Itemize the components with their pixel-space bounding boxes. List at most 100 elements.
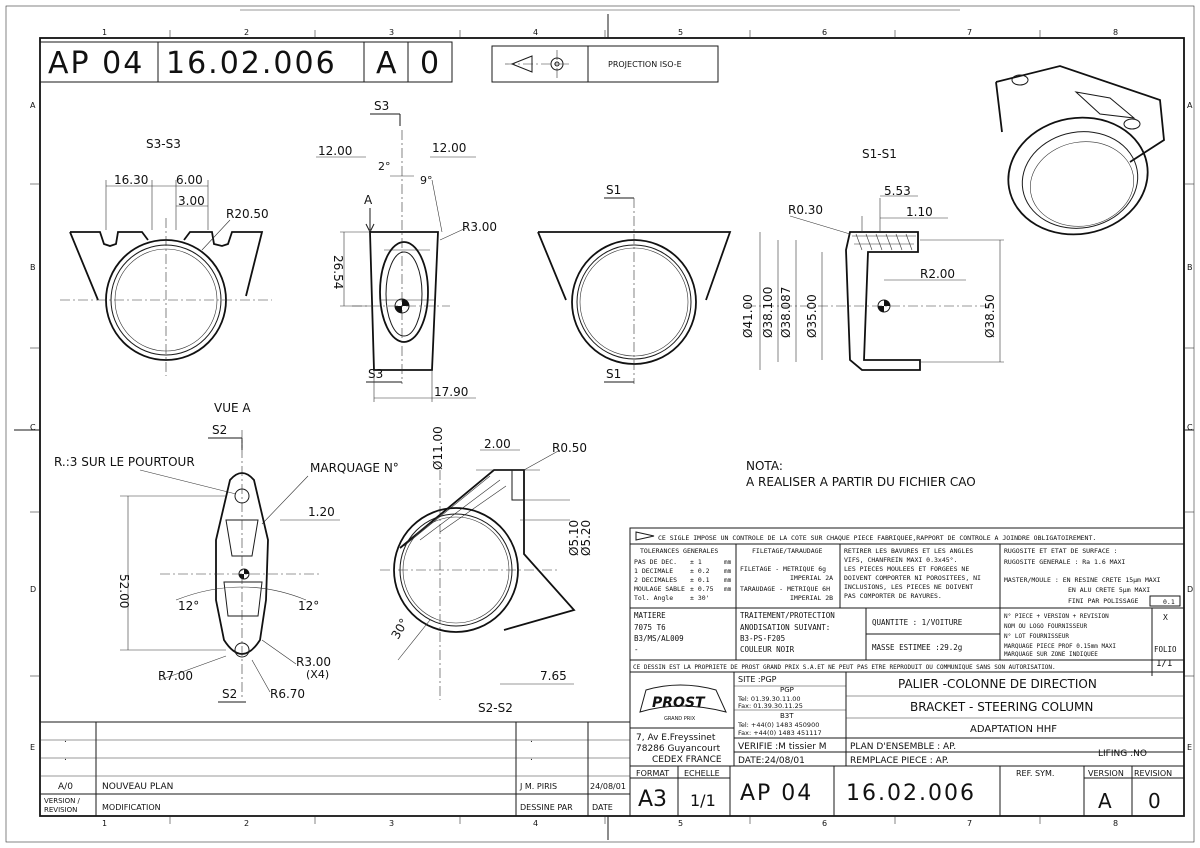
svg-text:mm: mm	[724, 586, 732, 593]
control-symbol-icon	[635, 531, 655, 541]
row-label: E	[1187, 743, 1192, 752]
svg-text:DOIVENT COMPORTER NI POROSITEE: DOIVENT COMPORTER NI POROSITEES, NI	[844, 574, 981, 582]
dim-1-20: 1.20	[308, 505, 335, 519]
front-section-bottom: S1	[606, 367, 621, 381]
svg-text:MOULAGE SABLE: MOULAGE SABLE	[634, 585, 685, 593]
svg-text:PAS DE DEC.: PAS DE DEC.	[634, 558, 677, 566]
dia-38-087: Ø38.087	[779, 287, 793, 338]
svg-text:B3T: B3T	[780, 712, 794, 720]
svg-text:COULEUR NOIR: COULEUR NOIR	[740, 645, 795, 654]
svg-text:PAS COMPORTER DE RAYURES.: PAS COMPORTER DE RAYURES.	[844, 592, 942, 600]
s2s2-title: S2-S2	[478, 701, 513, 715]
col-label: 2	[244, 28, 249, 37]
col-label: 8	[1113, 819, 1118, 828]
svg-text:± 1: ± 1	[690, 558, 702, 566]
svg-text:0.1: 0.1	[1163, 598, 1175, 606]
svg-text:VERSION: VERSION	[1088, 769, 1124, 778]
col-label: 7	[967, 28, 972, 37]
row-label: D	[30, 585, 36, 594]
svg-text:CEDEX FRANCE: CEDEX FRANCE	[652, 755, 722, 765]
svg-text:MODIFICATION: MODIFICATION	[102, 803, 161, 812]
svg-text:Fax: +44(0) 1483 451117: Fax: +44(0) 1483 451117	[738, 729, 822, 737]
vue-a-note: R.:3 SUR LE POURTOUR	[54, 455, 195, 469]
dim-52: 52.00	[117, 574, 131, 608]
footer-revision: 0	[1148, 789, 1161, 813]
rev-date: 24/08/01	[590, 782, 626, 791]
dim-3-00: 3.00	[178, 194, 205, 208]
svg-text:B3-PS-F205: B3-PS-F205	[740, 634, 785, 643]
svg-text:PLAN D'ENSEMBLE : AP.: PLAN D'ENSEMBLE : AP.	[850, 742, 956, 752]
angle-30: 30°	[388, 616, 411, 641]
svg-text:REF. SYM.: REF. SYM.	[1016, 769, 1054, 778]
dim-6-00: 6.00	[176, 173, 203, 187]
header-block: AP 04 16.02.006 A 0 PROJECTION ISO-E	[39, 41, 719, 83]
quantity: QUANTITE : 1/VOITURE	[872, 618, 963, 627]
col-label: 6	[822, 28, 827, 37]
col-label: 5	[678, 819, 683, 828]
row-label: A	[1187, 101, 1193, 110]
svg-text:REVISION: REVISION	[1134, 769, 1172, 778]
prost-logo	[639, 684, 727, 713]
title-block: CE SIGLE IMPOSE UN CONTROLE DE LA COTE S…	[629, 527, 1185, 817]
svg-text:MARQUAGE PIECE PROF 0.15mm MAX: MARQUAGE PIECE PROF 0.15mm MAXI	[1004, 643, 1116, 650]
angle-9: 9°	[420, 174, 433, 187]
svg-text:mm: mm	[724, 577, 732, 584]
side-arrow-label: A	[364, 193, 373, 207]
svg-text:FORMAT: FORMAT	[636, 769, 669, 778]
svg-text:Fax: 01.39.30.11.25: Fax: 01.39.30.11.25	[738, 702, 803, 710]
svg-text:.: .	[64, 735, 67, 745]
svg-text:SITE :PGP: SITE :PGP	[738, 675, 777, 684]
revision-table: . . . . A/0 NOUVEAU PLAN J M. PIRIS 24/0…	[39, 721, 631, 817]
rev-text: NOUVEAU PLAN	[102, 782, 173, 792]
svg-text:DESSINE PAR: DESSINE PAR	[520, 803, 573, 812]
tol-head: TOLERANCES GENERALES	[640, 547, 718, 555]
col-label: 1	[102, 819, 107, 828]
row-label: E	[30, 743, 35, 752]
s3s3-title: S3-S3	[146, 137, 181, 151]
svg-text:Tel: +44(0) 1483 450900: Tel: +44(0) 1483 450900	[737, 721, 819, 729]
svg-text:ANODISATION SUIVANT:: ANODISATION SUIVANT:	[740, 623, 830, 632]
svg-text:DATE:24/08/01: DATE:24/08/01	[738, 756, 805, 766]
outer-frame	[5, 5, 1195, 843]
svg-text:mm: mm	[724, 568, 732, 575]
dia-38-50: Ø38.50	[983, 294, 997, 338]
row-label: B	[1187, 263, 1193, 272]
dim-2-00: 2.00	[484, 437, 511, 451]
dim-5-53: 5.53	[884, 184, 911, 198]
adaptation: ADAPTATION HHF	[970, 724, 1057, 735]
angle-2: 2°	[378, 160, 391, 173]
dim-16-30: 16.30	[114, 173, 148, 187]
grid-ticks	[30, 30, 1194, 824]
svg-text:Tol. Angle: Tol. Angle	[634, 594, 673, 602]
side-section-top: S3	[374, 99, 389, 113]
svg-text:IMPERIAL 2A: IMPERIAL 2A	[790, 574, 833, 582]
dim-left-12: 12.00	[318, 144, 352, 158]
footer-version: A	[1098, 789, 1112, 813]
dia-11: Ø11.00	[431, 426, 445, 470]
isometric-view	[995, 65, 1165, 236]
radius-r0-50: R0.50	[552, 441, 587, 455]
dia-5-10: Ø5.10	[567, 520, 581, 556]
svg-text:VIFS, CHANFREIN MAXI 0.3x45°.: VIFS, CHANFREIN MAXI 0.3x45°.	[844, 556, 958, 564]
svg-text:N° PIECE + VERSION + REVISION: N° PIECE + VERSION + REVISION	[1004, 613, 1109, 620]
svg-text:FOLIO: FOLIO	[1154, 645, 1177, 654]
view-s3s3: S3-S3 16.30 6.00 3.00 R20.50	[60, 137, 272, 376]
col-label: 1	[102, 28, 107, 37]
row-label: B	[30, 263, 36, 272]
nota-title: NOTA:	[746, 459, 783, 473]
title-en: BRACKET - STEERING COLUMN	[910, 700, 1093, 714]
svg-text:LES PIECES MOULEES ET FORGEES: LES PIECES MOULEES ET FORGEES NE	[844, 565, 969, 573]
header-variant: A	[376, 46, 399, 81]
rev-by: J M. PIRIS	[519, 782, 557, 791]
svg-text:FINI PAR POLISSAGE: FINI PAR POLISSAGE	[1068, 597, 1139, 605]
radius-r3-00: R3.00	[462, 220, 497, 234]
svg-text:FILETAGE - METRIQUE 6g: FILETAGE - METRIQUE 6g	[740, 565, 826, 573]
dim-height-26-54: 26.54	[331, 255, 345, 289]
svg-text:± 0.2: ± 0.2	[690, 567, 710, 575]
svg-text:7, Av E.Freyssinet: 7, Av E.Freyssinet	[636, 733, 716, 743]
col-label: 3	[389, 819, 394, 828]
header-number: 16.02.006	[166, 46, 337, 81]
vue-a-section-bottom: S2	[222, 687, 237, 701]
thread-head: FILETAGE/TARAUDAGE	[752, 547, 823, 555]
svg-text:RUGOSITE GENERALE : Ra 1.6 MAX: RUGOSITE GENERALE : Ra 1.6 MAXI	[1004, 558, 1125, 566]
